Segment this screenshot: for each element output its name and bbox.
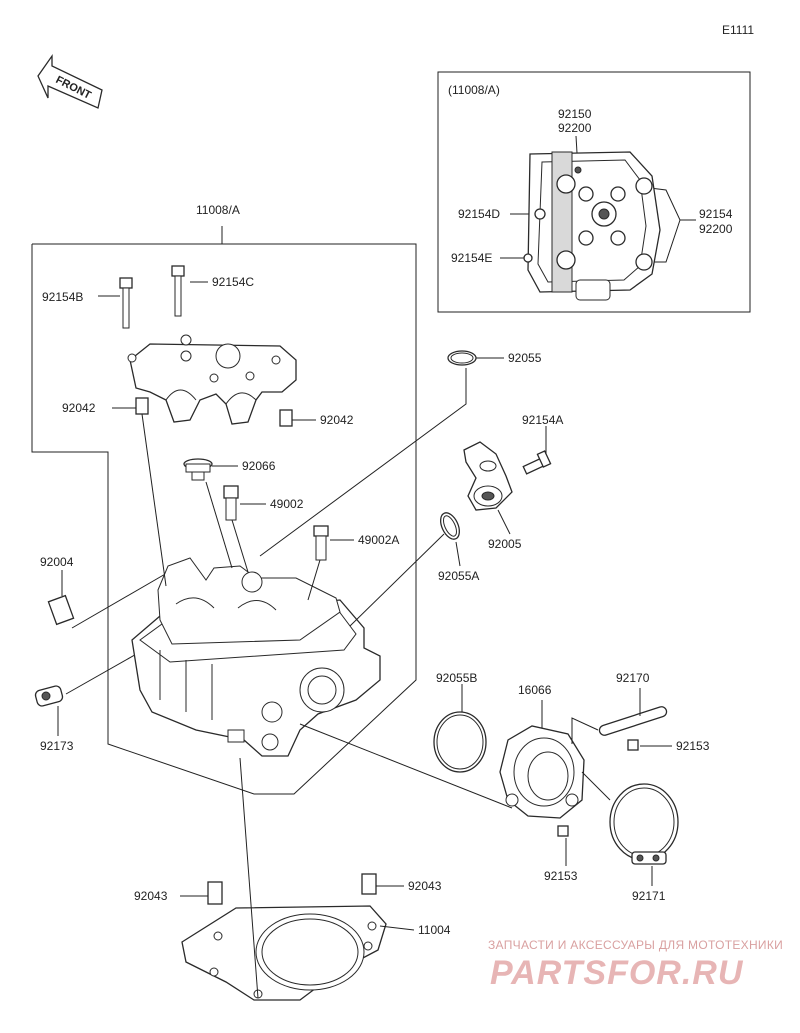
bracket-icon — [598, 706, 668, 736]
oring-top-icon — [447, 350, 477, 366]
label-bolt-holder: 92153 — [544, 869, 578, 883]
label-dowel-l: 92042 — [62, 401, 96, 415]
label-oring-b: 92055B — [436, 671, 477, 685]
plug-icon — [183, 458, 213, 481]
inset-label-a: 92150 — [558, 107, 592, 121]
label-pipe-b: 49002A — [358, 533, 399, 547]
inset-label-e: 92154 — [699, 207, 733, 221]
label-oring-a: 92055A — [438, 569, 479, 583]
cylinder-head — [131, 557, 381, 757]
inset-label-b: 92200 — [558, 121, 592, 135]
label-bolt-c: 92154C — [212, 275, 254, 289]
diagram-id: E1111 — [722, 23, 754, 37]
label-bolt-b: 92154B — [42, 290, 83, 304]
bolt-92154b-icon — [119, 277, 133, 329]
throttle-holder — [499, 725, 585, 819]
fitting-icon — [463, 441, 513, 511]
head-gasket — [181, 905, 387, 1001]
label-dowel-gr: 92043 — [408, 879, 442, 893]
oring-a-icon — [439, 512, 461, 540]
label-oring-top: 92055 — [508, 351, 542, 365]
watermark-top: ЗАПЧАСТИ И АКСЕССУАРЫ ДЛЯ МОТОТЕХНИКИ — [488, 938, 783, 952]
label-bolt-bracket: 92153 — [676, 739, 710, 753]
label-pipe-a: 49002 — [270, 497, 304, 511]
bolt-holder-icon — [557, 825, 569, 837]
label-plug: 92066 — [242, 459, 276, 473]
label-gasket: 11004 — [418, 923, 451, 937]
inset-title: (11008/A) — [448, 83, 500, 97]
bolt-bracket-icon — [627, 739, 639, 751]
inset-label-d: 92154E — [451, 251, 492, 265]
label-head-assy: 11008/A — [196, 203, 240, 217]
pipe-49002-icon — [223, 485, 239, 521]
label-dowel-gl: 92043 — [134, 889, 168, 903]
clamp-icon — [609, 783, 679, 865]
dowel-gasket-right-icon — [361, 873, 377, 895]
watermark-logo: PARTSFOR.RU — [490, 954, 744, 992]
front-arrow-icon: FRONT — [37, 53, 103, 109]
inset-head-top-view — [523, 151, 661, 301]
inset-panel: (11008/A) 92150 92200 92154D 92154E 9215… — [437, 71, 751, 313]
dowel-gasket-left-icon — [207, 881, 223, 905]
label-bolt-a: 92154A — [522, 413, 563, 427]
bolt-92154c-icon — [171, 265, 185, 317]
label-clamp: 92171 — [632, 889, 666, 903]
bolt-92154a-icon — [522, 450, 552, 475]
dowel-right-icon — [279, 409, 293, 427]
label-bracket: 92170 — [616, 671, 650, 685]
label-stud: 92004 — [40, 555, 74, 569]
inset-label-f: 92200 — [699, 222, 733, 236]
watermark: ЗАПЧАСТИ И АКСЕССУАРЫ ДЛЯ МОТОТЕХНИКИ PA… — [488, 938, 783, 992]
label-fitting: 92005 — [488, 537, 522, 551]
camshaft-cap — [127, 334, 297, 425]
sensor-icon — [34, 685, 64, 707]
oring-b-icon — [433, 711, 487, 773]
label-dowel-r: 92042 — [320, 413, 354, 427]
dowel-left-icon — [135, 397, 149, 415]
stud-icon — [47, 594, 75, 626]
inset-label-c: 92154D — [458, 207, 500, 221]
label-sensor: 92173 — [40, 739, 74, 753]
label-holder: 16066 — [518, 683, 552, 697]
pipe-49002a-icon — [313, 525, 329, 561]
assembly-outline — [31, 243, 417, 795]
